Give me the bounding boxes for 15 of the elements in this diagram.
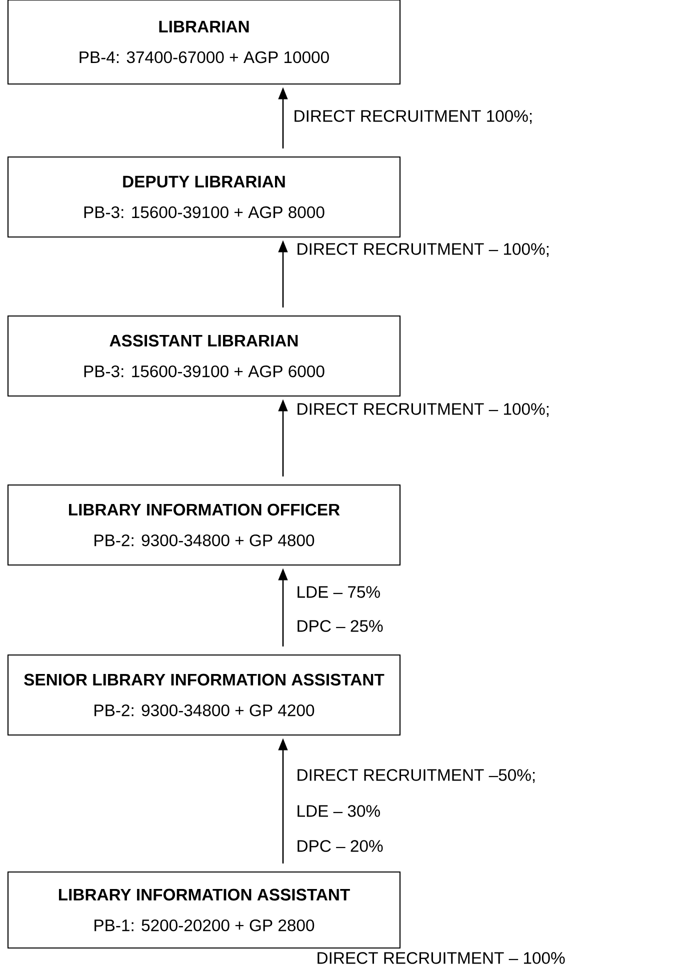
- recruitment-note: DIRECT RECRUITMENT –50%;: [298, 769, 535, 783]
- rank-box: LIBRARIAN PB-4: 37400-67000 + AGP 10000: [7, 0, 401, 85]
- recruitment-note: DIRECT RECRUITMENT – 100%;: [298, 243, 548, 257]
- rank-box: SENIOR LIBRARY INFORMATION ASSISTANT PB-2: 9300-34800 + GP 4200: [7, 654, 401, 736]
- recruitment-note: DIRECT RECRUITMENT – 100%;: [298, 403, 548, 417]
- rank-box: LIBRARY INFORMATION ASSISTANT PB-1: 5200-20200 + GP 2800: [7, 871, 401, 949]
- rank-box: DEPUTY LIBRARIAN PB-3: 15600-39100 + AGP 8000: [7, 156, 401, 238]
- recruitment-note: LDE – 75%: [298, 586, 380, 598]
- recruitment-note: LDE – 30%: [298, 805, 380, 817]
- recruitment-note: DIRECT RECRUITMENT – 100%: [318, 952, 565, 964]
- recruitment-note: DIRECT RECRUITMENT 100%;: [294, 110, 532, 124]
- recruitment-note: DPC – 25%: [298, 620, 383, 632]
- rank-box: ASSISTANT LIBRARIAN PB-3: 15600-39100 + AGP 6000: [7, 315, 401, 397]
- rank-box: LIBRARY INFORMATION OFFICER PB-2: 9300-34800 + GP 4800: [7, 484, 401, 566]
- recruitment-note: DPC – 20%: [298, 840, 383, 852]
